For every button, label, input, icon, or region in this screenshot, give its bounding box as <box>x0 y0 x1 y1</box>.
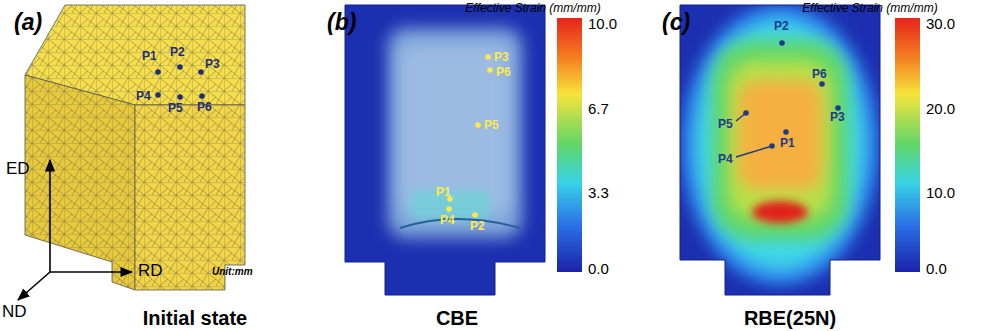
point-label: P6 <box>812 68 827 81</box>
point-label: P3 <box>830 111 845 124</box>
point-label: P5 <box>168 102 183 115</box>
colorbar-tick: 10.0 <box>588 16 617 33</box>
colorbar-title: Effective Strain (mm/mm) <box>802 2 937 15</box>
colorbar-tick: 30.0 <box>926 16 955 33</box>
panel-letter: (b) <box>327 10 356 35</box>
panel-letter: (a) <box>14 10 42 35</box>
colorbar-tick: 6.7 <box>588 101 609 118</box>
point-label: P5 <box>484 119 499 132</box>
panel-caption: Initial state <box>143 307 247 329</box>
point-label: P4 <box>718 153 733 166</box>
point-label: P5 <box>718 118 733 131</box>
axis-label: ND <box>2 303 27 322</box>
point-label: P2 <box>774 20 789 33</box>
point-label: P4 <box>440 214 455 227</box>
point-label: P4 <box>136 90 151 103</box>
colorbar-tick: 0.0 <box>926 261 947 278</box>
axis-label: RD <box>138 262 163 281</box>
point-label: P1 <box>436 186 451 199</box>
colorbar-tick: 0.0 <box>588 261 609 278</box>
point-label: P6 <box>496 66 511 79</box>
point-label: P2 <box>470 220 485 233</box>
unit-note: Unit:mm <box>212 266 253 277</box>
point-label: P3 <box>205 58 220 71</box>
colorbar-tick: 20.0 <box>926 101 955 118</box>
point-label: P2 <box>170 46 185 59</box>
colorbar-tick: 10.0 <box>926 185 955 202</box>
axis-label: ED <box>6 160 30 179</box>
panel-caption: CBE <box>436 307 478 329</box>
point-label: P3 <box>494 51 509 64</box>
colorbar-title: Effective Strain (mm/mm) <box>465 2 600 15</box>
panel-caption: RBE(25N) <box>744 307 836 329</box>
point-label: P1 <box>780 137 795 150</box>
colorbar-tick: 3.3 <box>588 185 609 202</box>
panel-letter: (c) <box>662 10 690 35</box>
point-label: P1 <box>142 50 157 63</box>
point-label: P6 <box>197 101 212 114</box>
